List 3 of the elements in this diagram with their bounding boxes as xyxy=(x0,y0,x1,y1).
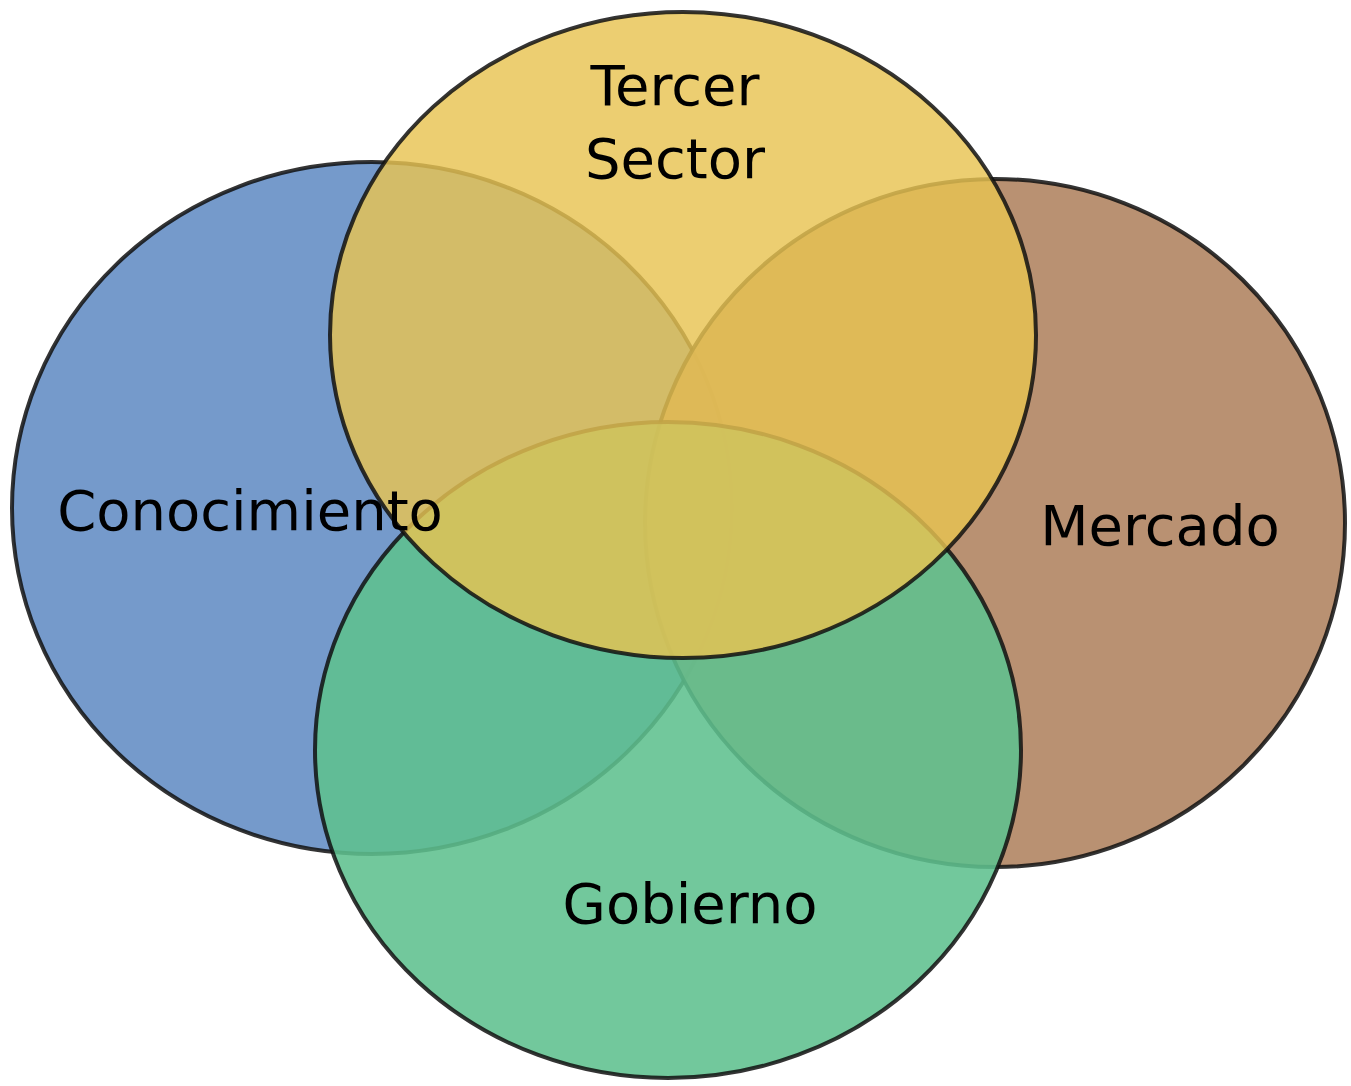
set-label: Mercado xyxy=(1039,492,1281,560)
set-label: Tercer Sector xyxy=(584,52,766,193)
set-label: Gobierno xyxy=(561,870,819,938)
